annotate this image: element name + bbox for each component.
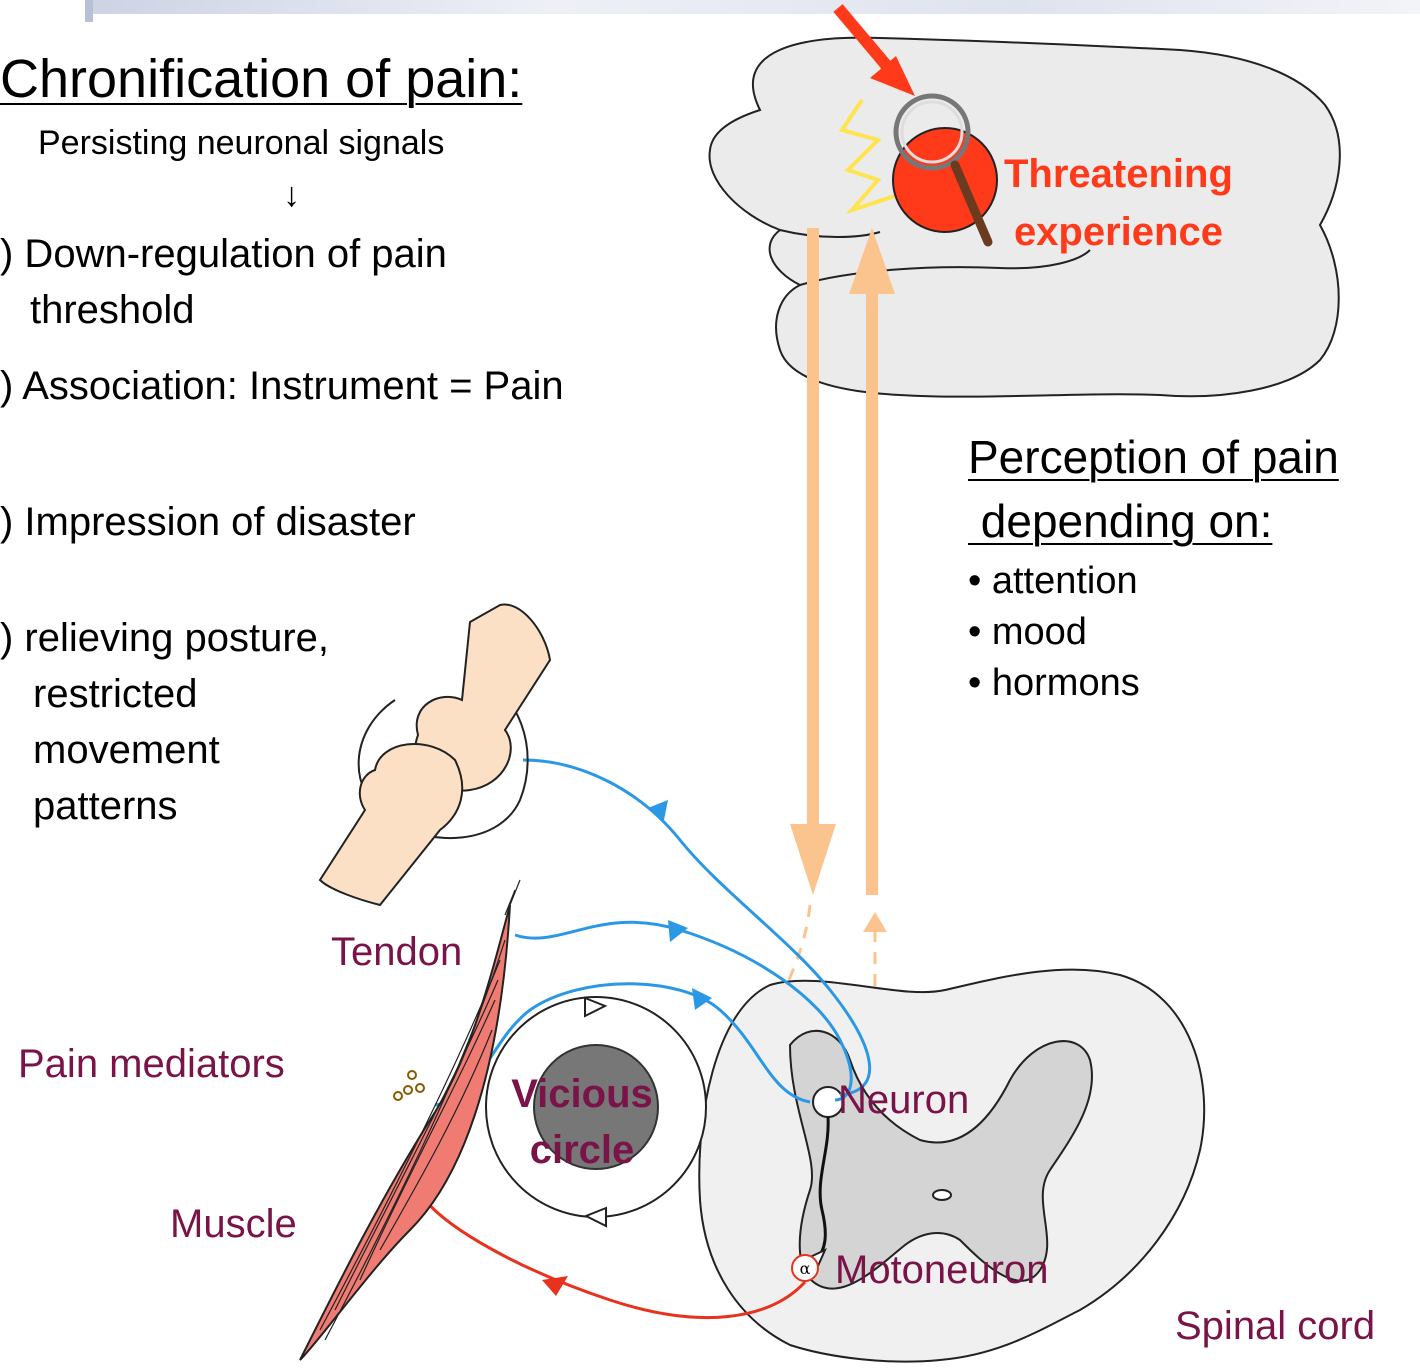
perception-factor-list: • attention • mood • hormons [968,556,1140,709]
factor-attention: • attention [968,556,1140,607]
vicious-label-line1: Vicious [497,1066,667,1122]
pain-mediators-label: Pain mediators [18,1042,285,1087]
neuron-label: Neuron [838,1078,969,1123]
motoneuron-label: Motoneuron [835,1248,1048,1293]
lower-bone [320,744,462,905]
list-item-text: restricted [0,666,329,722]
page-title: Chronification of pain: [0,48,522,110]
list-item-text: ) Impression of disaster [0,494,416,550]
pain-mediator-dots [394,1071,424,1100]
list-item-4: ) relieving posture, restricted movement… [0,610,329,834]
threatening-experience-label: Threatening experience [1004,145,1233,261]
list-item-2: ) Association: Instrument = Pain [0,358,564,414]
list-item-3: ) Impression of disaster [0,494,416,550]
afferent-arrowheads [648,800,712,1010]
subheading: Persisting neuronal signals [38,124,444,163]
threat-label-line2: experience [1004,203,1233,261]
list-item-text: patterns [0,778,329,834]
list-item-1: ) Down-regulation of pain threshold [0,226,447,338]
list-item-text: movement [0,722,329,778]
down-arrow-icon: ↓ [283,176,300,215]
alpha-symbol: α [800,1259,811,1278]
list-item-text: ) Association: Instrument = Pain [0,358,564,414]
perception-heading-line1: Perception of pain [968,425,1339,489]
factor-mood: • mood [968,607,1140,658]
tendon-label: Tendon [331,930,462,975]
motor-path-arrowhead [542,1276,568,1296]
vicious-label-line2: circle [497,1122,667,1178]
list-item-text: threshold [0,282,447,338]
list-item-text: ) Down-regulation of pain [0,226,447,282]
list-item-text: ) relieving posture, [0,610,329,666]
threat-label-line1: Threatening [1004,145,1233,203]
spinal-cord-label: Spinal cord [1175,1304,1375,1349]
vicious-circle-label: Vicious circle [497,1066,667,1178]
muscle-label: Muscle [170,1202,297,1247]
factor-hormons: • hormons [968,658,1140,709]
central-canal [933,1190,951,1200]
perception-heading: Perception of pain depending on: [968,425,1339,553]
perception-heading-line2: depending on: [968,489,1339,553]
